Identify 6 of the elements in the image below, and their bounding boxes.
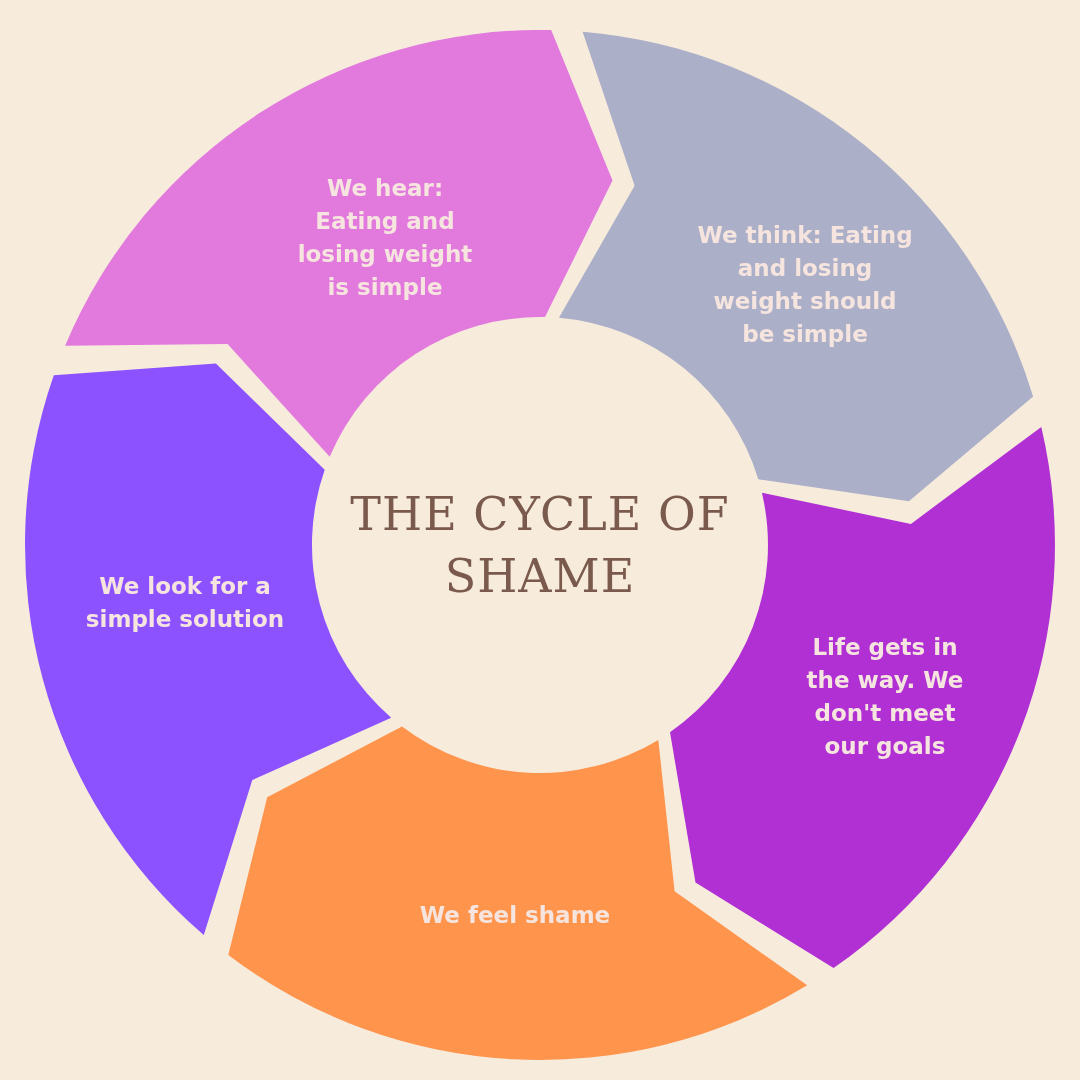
step-text: We look for a simple solution <box>84 572 286 634</box>
step-text: We hear: Eating and losing weight is simple <box>296 174 474 302</box>
cycle-title: THE CYCLE OF SHAME <box>350 486 730 605</box>
step-text: We feel shame <box>418 900 612 930</box>
step-text: We think: Eating and losing weight should be simple <box>696 221 914 349</box>
step-text: Life gets in the way. We don't meet our goals <box>805 633 965 761</box>
